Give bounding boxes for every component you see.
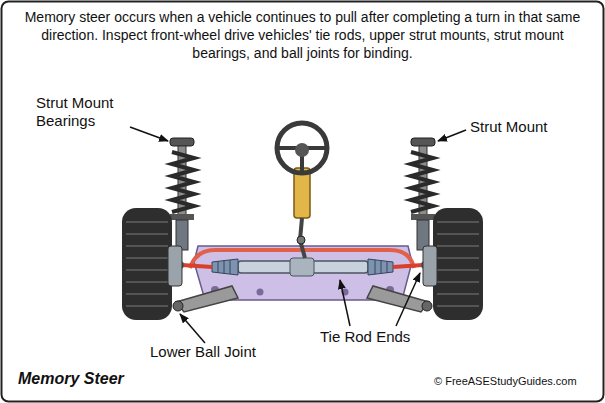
- steering-wheel-part: [277, 123, 327, 173]
- diagram-title: Memory Steer: [18, 369, 124, 389]
- left-wheel-part: [126, 222, 168, 306]
- watermark: © FreeASEStudyGuides.com: [434, 374, 577, 388]
- left-wheel: [122, 208, 182, 320]
- steering-rack-part: [368, 259, 393, 275]
- steering-rack-part: [375, 260, 387, 274]
- left-strut-part: [170, 214, 194, 220]
- left-wheel-part: [168, 246, 182, 286]
- part-label: Lower Ball Joint: [150, 343, 256, 361]
- leader-lines-part: [340, 280, 350, 326]
- steering-column-part: [297, 236, 305, 244]
- lower-control-arms-part: [367, 286, 429, 312]
- tie-rods-part: [393, 265, 423, 267]
- tie-rods-part: [182, 265, 212, 267]
- part-label: Strut Mount: [470, 118, 548, 136]
- right-strut-part: [411, 138, 435, 146]
- steering-wheel: [277, 123, 327, 173]
- tie-rods: [176, 261, 429, 269]
- left-wheel-part: [122, 208, 172, 320]
- right-strut-part: [411, 214, 435, 220]
- steering-rack-part: [290, 258, 314, 276]
- left-strut-part: [172, 152, 194, 212]
- lower-control-arms-part: [422, 301, 432, 311]
- left-strut: [170, 138, 194, 250]
- crossmember-part: [257, 289, 264, 296]
- steering-wheel-part: [295, 143, 309, 157]
- leader-lines-part: [438, 130, 466, 141]
- leader-lines-part: [396, 273, 420, 326]
- caption-text: Memory steer occurs when a vehicle conti…: [14, 8, 591, 62]
- right-strut-part: [411, 152, 433, 212]
- lower-control-arms: [173, 286, 432, 312]
- left-strut-part: [170, 138, 194, 146]
- lower-control-arms-part: [176, 286, 238, 312]
- right-wheel: [423, 208, 483, 320]
- steering-column: [294, 168, 310, 258]
- right-strut: [411, 138, 435, 250]
- leader-lines-part: [130, 127, 168, 141]
- right-wheel-part: [433, 208, 483, 320]
- leader-lines: [130, 127, 466, 343]
- part-label: Tie Rod Ends: [320, 328, 410, 346]
- steering-rack-part: [212, 259, 238, 275]
- steering-rack: [212, 258, 393, 276]
- lower-control-arms-part: [173, 301, 183, 311]
- right-wheel-part: [437, 222, 479, 306]
- leader-lines-part: [180, 314, 205, 343]
- right-wheel-part: [423, 246, 437, 286]
- steering-rack-part: [218, 260, 230, 274]
- part-label: Strut Mount Bearings: [36, 94, 148, 130]
